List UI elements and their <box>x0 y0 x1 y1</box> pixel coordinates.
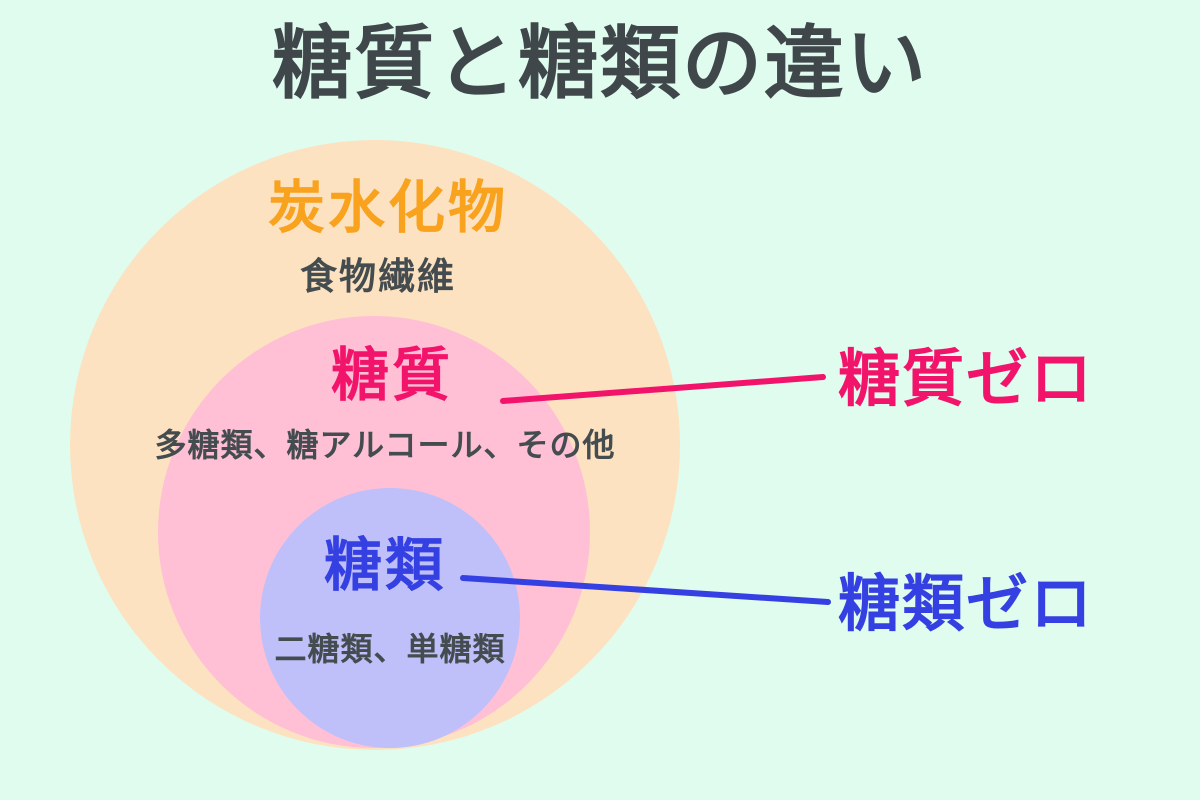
middle-circle-label: 糖質 <box>330 343 454 408</box>
outer-circle-sublabel: 食物繊維 <box>300 256 456 297</box>
inner-circle-tourui <box>260 488 520 748</box>
page-title: 糖質と糖類の違い <box>272 19 928 108</box>
inner-circle-sublabel: 二糖類、単糖類 <box>274 631 506 667</box>
inner-circle-label: 糖類 <box>323 533 447 598</box>
middle-circle-sublabel: 多糖類、糖アルコール、その他 <box>154 427 616 463</box>
toushitsu-zero-callout: 糖質ゼロ <box>838 345 1095 414</box>
callout-line-toushitsu-zero <box>500 374 826 404</box>
outer-circle-label: 炭水化物 <box>268 176 508 240</box>
callout-line-tourui-zero <box>460 575 831 605</box>
tourui-zero-callout: 糖類ゼロ <box>838 570 1095 639</box>
